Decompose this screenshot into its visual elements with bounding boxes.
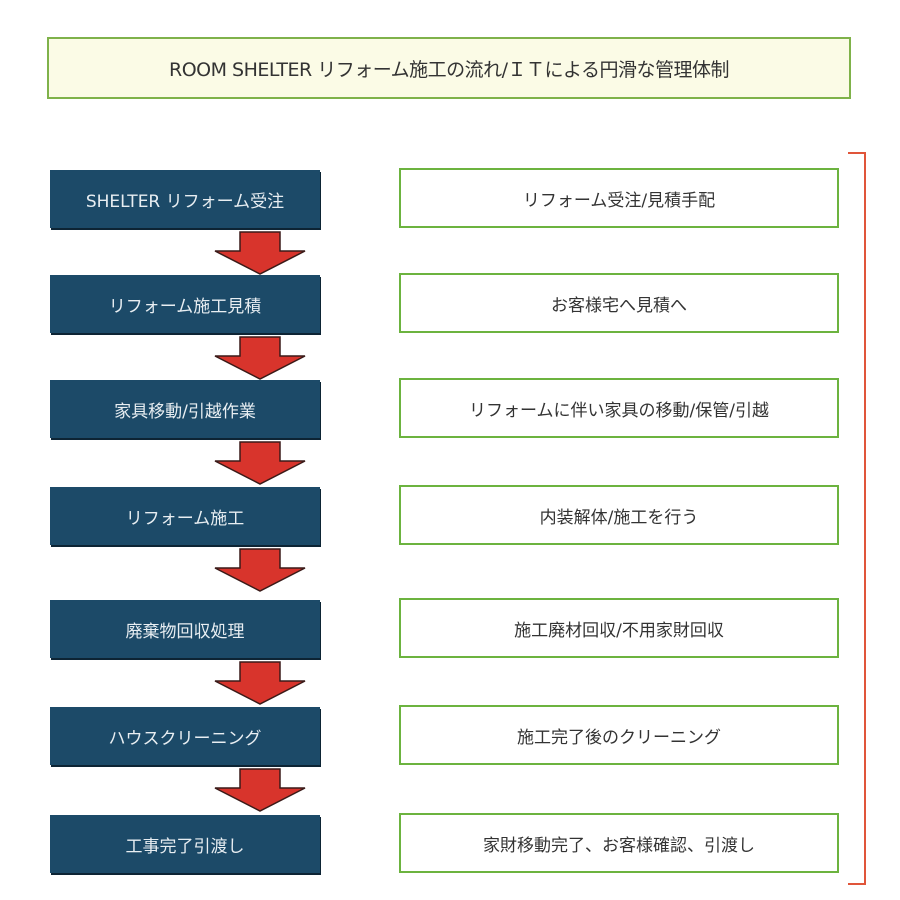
step-description: 家財移動完了、お客様確認、引渡し [399,813,839,873]
step-description: 施工完了後のクリーニング [399,705,839,765]
down-arrow-icon [214,768,306,812]
right-bracket [848,152,866,885]
step-box: 家具移動/引越作業 [50,380,320,438]
step-box: ハウスクリーニング [50,707,320,765]
down-arrow-icon [214,441,306,485]
step-box: 工事完了引渡し [50,815,320,873]
down-arrow-icon [214,231,306,275]
down-arrow-icon [214,336,306,380]
step-box: 廃棄物回収処理 [50,600,320,658]
step-description: お客様宅へ見積へ [399,273,839,333]
diagram-title: ROOM SHELTER リフォーム施工の流れ/ＩＴによる円滑な管理体制 [47,37,851,99]
step-description: 内装解体/施工を行う [399,485,839,545]
step-description: リフォームに伴い家具の移動/保管/引越 [399,378,839,438]
step-description: 施工廃材回収/不用家財回収 [399,598,839,658]
step-box: SHELTER リフォーム受注 [50,170,320,228]
step-box: リフォーム施工見積 [50,275,320,333]
step-description: リフォーム受注/見積手配 [399,168,839,228]
down-arrow-icon [214,661,306,705]
step-box: リフォーム施工 [50,487,320,545]
down-arrow-icon [214,548,306,592]
